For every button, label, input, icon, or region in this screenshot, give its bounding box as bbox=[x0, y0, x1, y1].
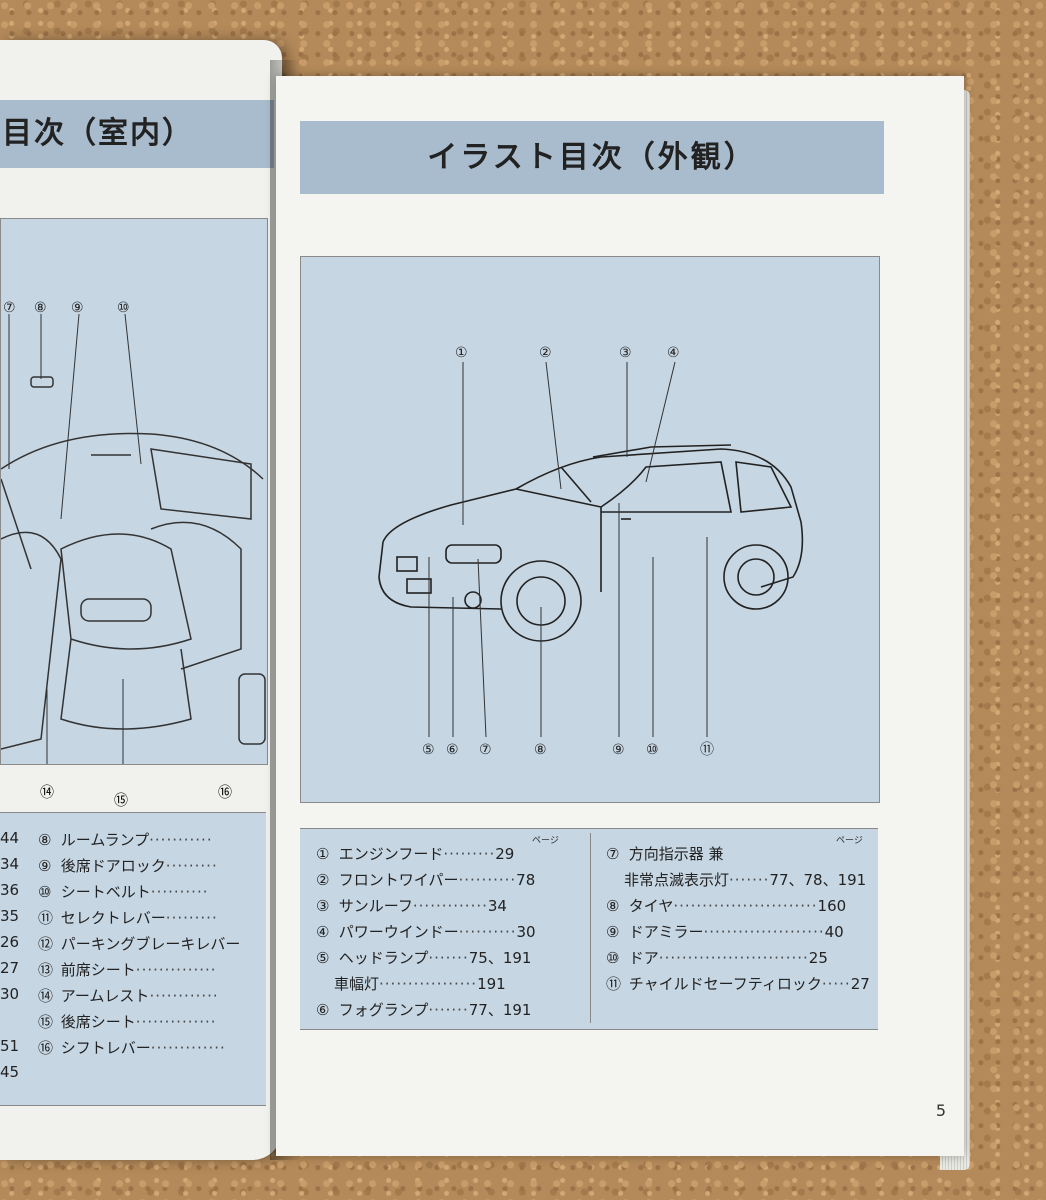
callout-16: ⑯ bbox=[218, 785, 232, 801]
callout-2: ② bbox=[539, 345, 552, 361]
legend-item: ⑭ アームレスト············ bbox=[38, 987, 219, 1005]
left-edge-page: 35 bbox=[0, 907, 20, 925]
callout-9: ⑨ bbox=[71, 300, 84, 316]
callout-10: ⑩ bbox=[646, 742, 659, 758]
page-col-header: ページ bbox=[836, 836, 863, 846]
exterior-illustration: ① ② ③ ④ ⑤ ⑥ ⑦ ⑧ ⑨ ⑩ ⑪ bbox=[300, 256, 880, 803]
exterior-legend: ページ ページ ① エンジンフード·········29 ② フロントワイパー·… bbox=[300, 828, 878, 1030]
legend-item: ⑮ 後席シート·············· bbox=[38, 1013, 217, 1031]
page-col-header: ページ bbox=[532, 836, 559, 846]
legend-item: ④ パワーウインドー··········30 bbox=[316, 923, 536, 941]
right-page-title: イラスト目次（外観） bbox=[300, 121, 884, 194]
callout-3: ③ bbox=[619, 345, 632, 361]
interior-legend: 44 34 36 35 26 27 30 51 45 ⑧ ルームランプ·····… bbox=[0, 812, 266, 1106]
legend-item: ⑥ フォグランプ·······77、191 bbox=[316, 1001, 532, 1019]
callout-4: ④ bbox=[667, 345, 680, 361]
callout-6: ⑥ bbox=[446, 742, 459, 758]
legend-item: ⑦ 方向指示器 兼 bbox=[606, 845, 724, 863]
callout-8: ⑧ bbox=[34, 300, 47, 316]
left-edge-page: 45 bbox=[0, 1063, 20, 1081]
left-page: 目次（室内） bbox=[0, 40, 282, 1160]
callout-7: ⑦ bbox=[479, 742, 492, 758]
legend-item: ⑨ ドアミラー·····················40 bbox=[606, 923, 844, 941]
left-edge-page: 27 bbox=[0, 959, 20, 977]
legend-item: ② フロントワイパー··········78 bbox=[316, 871, 536, 889]
callout-11: ⑪ bbox=[700, 742, 714, 758]
column-divider bbox=[590, 833, 591, 1023]
legend-item: ⑧ ルームランプ··········· bbox=[38, 831, 213, 849]
left-edge-page: 26 bbox=[0, 933, 20, 951]
legend-item: ⑪ セレクトレバー········· bbox=[38, 909, 218, 927]
left-edge-page: 34 bbox=[0, 855, 20, 873]
callout-1: ① bbox=[455, 345, 468, 361]
legend-item: ⑪ チャイルドセーフティロック·····27 bbox=[606, 975, 870, 993]
left-page-title: 目次（室内） bbox=[0, 100, 274, 168]
legend-item: ⑬ 前席シート·············· bbox=[38, 961, 217, 979]
callout-14: ⑭ bbox=[40, 785, 54, 801]
interior-drawing: ⑦ ⑧ ⑨ ⑩ bbox=[0, 300, 266, 784]
legend-item: ⑫ パーキングブレーキレバー bbox=[38, 935, 241, 953]
legend-item: ⑯ シフトレバー············· bbox=[38, 1039, 226, 1057]
legend-item: ⑨ 後席ドアロック········· bbox=[38, 857, 218, 875]
legend-item: ⑤ ヘッドランプ·······75、191 bbox=[316, 949, 532, 967]
callout-8: ⑧ bbox=[534, 742, 547, 758]
legend-item: ⑩ ドア··························25 bbox=[606, 949, 828, 967]
car-drawing: ① ② ③ ④ ⑤ ⑥ ⑦ ⑧ ⑨ ⑩ ⑪ bbox=[378, 345, 804, 758]
left-edge-page: 44 bbox=[0, 829, 20, 847]
left-edge-page: 30 bbox=[0, 985, 20, 1003]
callout-9: ⑨ bbox=[612, 742, 625, 758]
left-edge-page: 36 bbox=[0, 881, 20, 899]
legend-item: ⑩ シートベルト·········· bbox=[38, 883, 209, 901]
legend-item: 車幅灯·················191 bbox=[334, 975, 506, 993]
legend-item: 非常点滅表示灯·······77、78、191 bbox=[624, 871, 867, 889]
legend-item: ③ サンルーフ·············34 bbox=[316, 897, 507, 915]
callout-15: ⑮ bbox=[114, 793, 128, 809]
callout-10: ⑩ bbox=[117, 300, 130, 316]
interior-illustration: ⑦ ⑧ ⑨ ⑩ bbox=[0, 218, 268, 784]
right-page: イラスト目次（外観） bbox=[276, 76, 964, 1156]
left-edge-page: 51 bbox=[0, 1037, 20, 1055]
page-number: 5 bbox=[935, 1101, 946, 1120]
legend-item: ① エンジンフード·········29 bbox=[316, 845, 515, 863]
callout-7: ⑦ bbox=[3, 300, 16, 316]
legend-item: ⑧ タイヤ·························160 bbox=[606, 897, 847, 915]
callout-5: ⑤ bbox=[422, 742, 435, 758]
